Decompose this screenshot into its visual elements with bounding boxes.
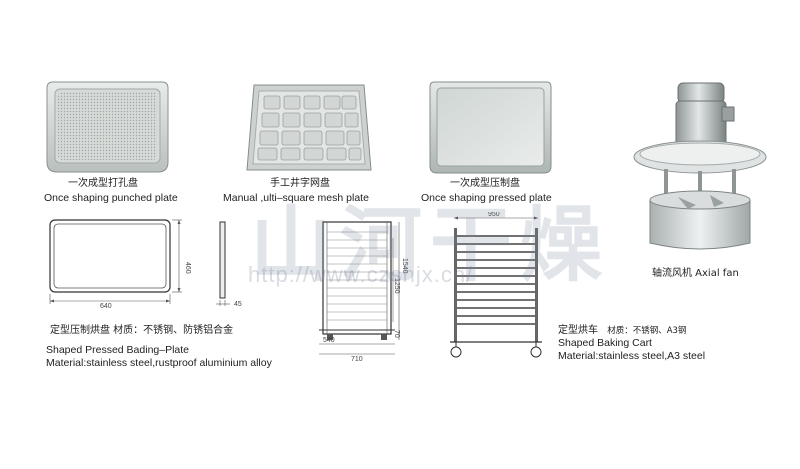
baking-cart-drawing: 950 [450, 212, 542, 358]
punched-plate-caption-en: Once shaping punched plate [44, 192, 178, 204]
cart-inner-height-label: 1250 [393, 278, 400, 294]
cart-foot-label: 70 [393, 330, 400, 338]
mesh-plate-caption-cn: 手工井字网盘 [270, 178, 330, 189]
pressed-plate-title-cn: 定型压制烘盘 材质：不锈钢、防锈铝合金 [50, 325, 234, 336]
baking-cart-title-cn: 定型烘车 材质：不锈钢、A3钢 [558, 325, 686, 337]
punched-plate-caption-cn: 一次成型打孔盘 [68, 178, 138, 189]
watermark-text: 山河干燥 [250, 197, 611, 293]
baking-cart-material-cn: 材质：不锈钢、A3钢 [607, 326, 687, 336]
pressed-plate-drawing: 640 460 [49, 219, 191, 310]
plate-depth-label: 45 [234, 301, 242, 308]
cart-front-drawing: 540 710 1540 1250 70 [319, 221, 408, 363]
mesh-plate-image [246, 84, 372, 171]
cart-inner-width-label: 540 [323, 337, 335, 344]
pressed-plate-caption-cn: 一次成型压制盘 [450, 178, 520, 189]
axial-fan-image [633, 82, 767, 250]
plate-section-drawing: 45 [216, 221, 242, 308]
pressed-plate-material: Material:stainless steel,rustproof alumi… [46, 357, 272, 369]
mesh-plate-caption-en: Manual ,ulti–square mesh plate [223, 192, 369, 204]
baking-cart-material-en: Material:stainless steel,A3 steel [558, 350, 706, 362]
baking-cart-title-en: Shaped Baking Cart [558, 337, 652, 349]
punched-plate-image [46, 81, 169, 173]
pressed-plate-image [429, 81, 552, 174]
pressed-plate-caption-en: Once shaping pressed plate [421, 192, 552, 204]
pressed-plate-title-en: Shaped Pressed Bading–Plate [46, 344, 190, 356]
watermark-url: http://www.czshjx.cn/ [248, 262, 474, 287]
plate-height-label: 460 [184, 262, 191, 274]
plate-width-label: 640 [100, 303, 112, 310]
cart-outer-width-label: 710 [351, 356, 363, 363]
cart-depth-label: 950 [488, 212, 500, 218]
baking-cart-name-cn: 定型烘车 [558, 325, 598, 336]
cart-height-label: 1540 [401, 258, 408, 274]
axial-fan-caption: 轴流风机 Axial fan [652, 268, 739, 279]
